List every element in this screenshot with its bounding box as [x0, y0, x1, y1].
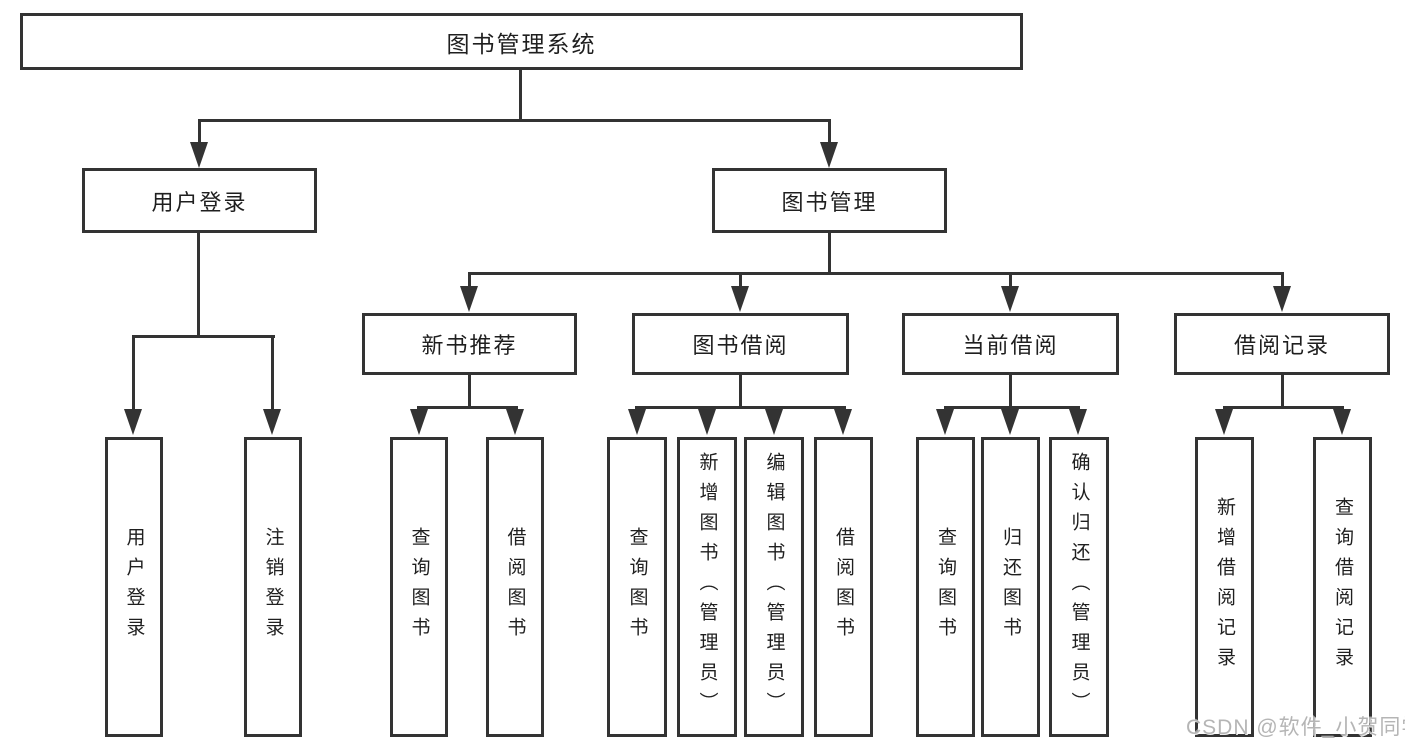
- leaf-query-borrow-record: 查询借阅记录: [1313, 437, 1372, 737]
- connector-current-drop: [1009, 373, 1012, 408]
- node-current-borrowing-label: 当前借阅: [962, 333, 1059, 358]
- arrow-to-leaf3-icon: [410, 409, 428, 435]
- node-current-borrowing: 当前借阅: [902, 313, 1119, 375]
- arrow-to-leaf12-icon: [1215, 409, 1233, 435]
- connector-root-hbar: [198, 119, 831, 122]
- connector-stem-current: [1009, 272, 1012, 288]
- arrow-to-newbook-icon: [460, 286, 478, 312]
- node-book-borrowing-label: 图书借阅: [692, 333, 789, 358]
- leaf-user-login-label: 用户登录: [123, 527, 145, 647]
- arrow-to-records-icon: [1273, 286, 1291, 312]
- leaf-borrow-books-2-label: 借阅图书: [833, 527, 854, 647]
- leaf-confirm-return-admin: 确认归还（管理员）: [1049, 437, 1109, 737]
- arrow-to-current-icon: [1001, 286, 1019, 312]
- leaf-borrow-books-1: 借阅图书: [486, 437, 544, 737]
- arrow-to-user-login-icon: [190, 142, 208, 168]
- arrow-to-leaf-user-login-icon: [124, 409, 142, 435]
- arrow-to-leaf5-icon: [628, 409, 646, 435]
- node-new-book-recommend-label: 新书推荐: [421, 333, 518, 358]
- connector-root-drop: [519, 69, 522, 121]
- leaf-query-books-3: 查询图书: [916, 437, 975, 737]
- connector-stem-book-mgmt: [828, 119, 831, 144]
- leaf-add-borrow-record: 新增借阅记录: [1195, 437, 1254, 737]
- connector-newbook-drop: [468, 373, 471, 408]
- connector-userlogin-drop: [197, 232, 200, 337]
- node-book-management-label: 图书管理: [781, 189, 878, 215]
- connector-stem-newbook: [468, 272, 471, 288]
- arrow-to-leaf13-icon: [1333, 409, 1351, 435]
- leaf-add-books-admin: 新增图书（管理员）: [677, 437, 737, 737]
- leaf-return-books: 归还图书: [981, 437, 1040, 737]
- arrow-to-leaf-logout-icon: [263, 409, 281, 435]
- leaf-user-login: 用户登录: [105, 437, 163, 737]
- leaf-add-borrow-record-label: 新增借阅记录: [1214, 497, 1235, 677]
- arrow-to-leaf11-icon: [1069, 409, 1087, 435]
- connector-stem-leaf2: [271, 335, 274, 412]
- leaf-query-books-2: 查询图书: [607, 437, 667, 737]
- connector-stem-leaf1: [132, 335, 135, 412]
- connector-current-hbar: [944, 406, 1080, 409]
- leaf-query-books-3-label: 查询图书: [935, 527, 956, 647]
- leaf-logout-label: 注销登录: [262, 527, 284, 647]
- connector-borrowing-drop: [739, 373, 742, 408]
- node-book-borrowing: 图书借阅: [632, 313, 849, 375]
- connector-borrowing-hbar: [635, 406, 846, 409]
- arrow-to-borrowing-icon: [731, 286, 749, 312]
- connector-bookmgmt-drop: [828, 232, 831, 275]
- arrow-to-leaf4-icon: [506, 409, 524, 435]
- leaf-edit-books-admin-label: 编辑图书（管理员）: [763, 452, 785, 722]
- node-user-login-label: 用户登录: [151, 189, 248, 215]
- leaf-return-books-label: 归还图书: [1000, 527, 1021, 647]
- leaf-borrow-books-1-label: 借阅图书: [504, 527, 526, 647]
- leaf-add-books-admin-label: 新增图书（管理员）: [696, 452, 718, 722]
- leaf-logout: 注销登录: [244, 437, 302, 737]
- connector-stem-records: [1281, 272, 1284, 288]
- connector-newbook-hbar: [417, 406, 518, 409]
- leaf-confirm-return-admin-label: 确认归还（管理员）: [1068, 452, 1090, 722]
- node-borrowing-records: 借阅记录: [1174, 313, 1390, 375]
- leaf-borrow-books-2: 借阅图书: [814, 437, 873, 737]
- connector-bookmgmt-hbar: [468, 272, 1284, 275]
- node-new-book-recommend: 新书推荐: [362, 313, 577, 375]
- arrow-to-leaf10-icon: [1001, 409, 1019, 435]
- node-root-label: 图书管理系统: [446, 30, 597, 57]
- connector-records-hbar: [1223, 406, 1344, 409]
- connector-userlogin-hbar: [132, 335, 275, 338]
- arrow-to-leaf6-icon: [698, 409, 716, 435]
- connector-stem-user-login: [198, 119, 201, 144]
- watermark: CSDN @软件_小贺同学: [1186, 716, 1405, 739]
- node-borrowing-records-label: 借阅记录: [1233, 333, 1330, 358]
- node-user-login: 用户登录: [82, 168, 317, 233]
- connector-stem-borrowing: [739, 272, 742, 288]
- leaf-query-books-1: 查询图书: [390, 437, 448, 737]
- arrow-to-leaf7-icon: [765, 409, 783, 435]
- leaf-query-books-1-label: 查询图书: [408, 527, 430, 647]
- leaf-edit-books-admin: 编辑图书（管理员）: [744, 437, 804, 737]
- arrow-to-leaf9-icon: [936, 409, 954, 435]
- arrow-to-leaf8-icon: [834, 409, 852, 435]
- node-root: 图书管理系统: [20, 13, 1023, 70]
- connector-records-drop: [1281, 373, 1284, 408]
- arrow-to-book-mgmt-icon: [820, 142, 838, 168]
- node-book-management: 图书管理: [712, 168, 947, 233]
- leaf-query-books-2-label: 查询图书: [626, 527, 648, 647]
- leaf-query-borrow-record-label: 查询借阅记录: [1332, 497, 1353, 677]
